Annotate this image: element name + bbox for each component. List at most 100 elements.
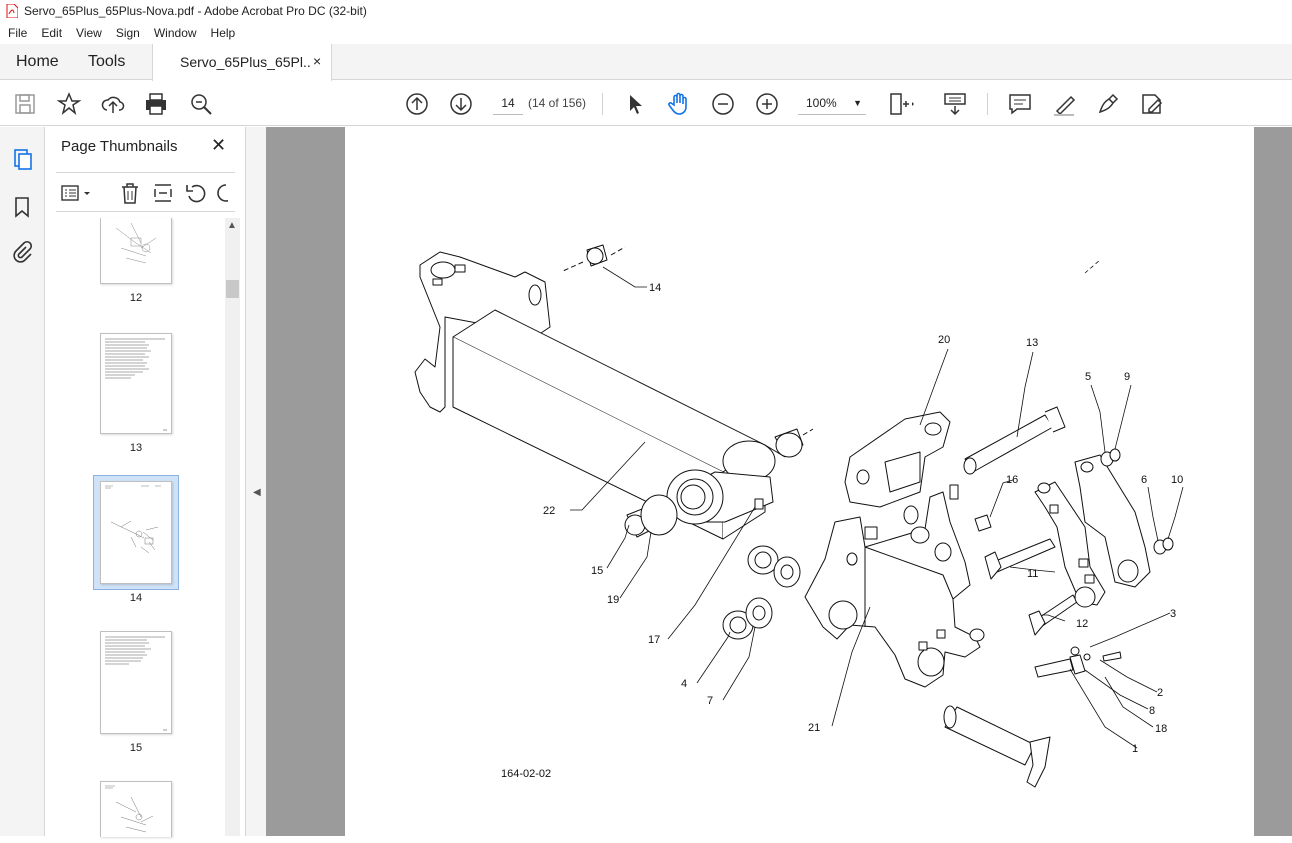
callout-15: 15 xyxy=(591,565,603,577)
highlight-icon[interactable] xyxy=(1051,91,1077,117)
menu-file[interactable]: File xyxy=(8,26,28,40)
scrollbar-thumb[interactable] xyxy=(226,280,239,298)
sign-pen-icon[interactable] xyxy=(1095,91,1121,117)
tab-document-label: Servo_65Plus_65Pl... xyxy=(180,54,310,70)
callout-4: 4 xyxy=(681,678,687,690)
callout-14: 14 xyxy=(649,282,661,294)
thumbnail-scrollbar[interactable]: ▲ xyxy=(225,218,240,836)
print-icon[interactable] xyxy=(143,91,169,117)
menu-sign[interactable]: Sign xyxy=(115,26,140,40)
part-3-washer xyxy=(1070,646,1080,656)
page-thumbnail-14[interactable] xyxy=(100,481,172,584)
callout-10: 10 xyxy=(1171,474,1183,486)
pdf-page: 14 20 13 5 9 22 16 6 10 15 11 19 12 3 17… xyxy=(345,127,1254,836)
page-up-icon[interactable] xyxy=(404,91,430,117)
document-viewer[interactable]: 14 20 13 5 9 22 16 6 10 15 11 19 12 3 17… xyxy=(266,127,1292,836)
grease-nipple xyxy=(949,484,959,500)
menu-view[interactable]: View xyxy=(76,26,102,40)
part-16-nut xyxy=(974,514,992,532)
thumbnail-drawing xyxy=(105,485,161,554)
left-navigation-rail xyxy=(0,127,45,836)
toolbar-divider xyxy=(987,93,988,115)
zoom-in-icon[interactable] xyxy=(754,91,780,117)
tab-document[interactable]: Servo_65Plus_65Pl... × xyxy=(152,44,332,81)
page-number-input[interactable]: 14 xyxy=(493,91,523,115)
page-thumbnail-label: 12 xyxy=(129,292,143,304)
page-count-label: (14 of 156) xyxy=(528,96,587,110)
panel-splitter[interactable]: ◀ xyxy=(245,127,266,836)
tab-tools[interactable]: Tools xyxy=(88,53,126,70)
bookmark-star-icon[interactable] xyxy=(56,91,82,117)
page-fit-icon[interactable] xyxy=(888,91,914,117)
comment-icon[interactable] xyxy=(1007,91,1033,117)
search-zoom-icon[interactable] xyxy=(188,91,214,117)
exploded-parts-drawing: 14 20 13 5 9 22 16 6 10 15 11 19 12 3 17… xyxy=(414,244,1184,788)
upload-icon[interactable] xyxy=(100,91,126,117)
window-title-bar: Servo_65Plus_65Plus-Nova.pdf - Adobe Acr… xyxy=(0,0,1292,22)
select-cursor-icon[interactable] xyxy=(622,91,648,117)
bushing-small xyxy=(903,505,919,525)
callout-2: 2 xyxy=(1157,687,1163,699)
close-tab-icon[interactable]: × xyxy=(313,53,322,69)
callout-9: 9 xyxy=(1124,371,1130,383)
save-icon[interactable] xyxy=(12,91,38,117)
tab-home[interactable]: Home xyxy=(16,53,59,70)
hand-tool-icon[interactable] xyxy=(666,91,692,117)
rotate-right-icon[interactable] xyxy=(214,181,228,205)
callout-3: 3 xyxy=(1170,608,1176,620)
pdf-file-icon xyxy=(6,4,18,18)
thumbnail-options-icon[interactable] xyxy=(60,181,94,205)
menu-edit[interactable]: Edit xyxy=(41,26,63,40)
page-thumbnail-13[interactable] xyxy=(100,333,172,434)
menu-bar: File Edit View Sign Window Help xyxy=(0,22,1292,44)
scroll-up-icon[interactable]: ▲ xyxy=(227,220,237,231)
part-14-bushing xyxy=(562,244,626,272)
figure-code: 164-02-02 xyxy=(501,768,551,780)
callout-21: 21 xyxy=(808,722,820,734)
part-21-bracket xyxy=(804,491,985,688)
window-title: Servo_65Plus_65Plus-Nova.pdf - Adobe Acr… xyxy=(24,4,367,18)
part-22-boom-arm xyxy=(414,251,786,540)
bookmark-icon[interactable] xyxy=(10,195,34,219)
page-thumbnails-panel: Page Thumbnails ✕ 12 13 14 15 xyxy=(46,127,245,837)
page-thumbnails-icon[interactable] xyxy=(10,147,34,171)
zoom-select[interactable]: 100%▼ xyxy=(798,91,866,115)
menu-window[interactable]: Window xyxy=(153,26,197,40)
collapse-panel-icon[interactable]: ◀ xyxy=(253,487,261,498)
page-thumbnail-16[interactable] xyxy=(100,781,172,837)
zoom-out-icon[interactable] xyxy=(710,91,736,117)
part-13-shaft xyxy=(963,406,1066,475)
page-down-icon[interactable] xyxy=(448,91,474,117)
page-thumbnail-12[interactable] xyxy=(100,218,172,284)
page-thumbnail-label: 13 xyxy=(129,442,143,454)
part-12-pin xyxy=(1028,594,1078,636)
insert-page-icon[interactable] xyxy=(151,181,175,205)
callout-6: 6 xyxy=(1141,474,1147,486)
page-thumbnail-15[interactable] xyxy=(100,631,172,734)
part-20-fork xyxy=(844,411,951,508)
part-8-bolt xyxy=(1102,651,1122,662)
callout-17: 17 xyxy=(648,634,660,646)
chevron-down-icon: ▼ xyxy=(853,98,862,108)
callout-7: 7 xyxy=(707,695,713,707)
part-10-nut xyxy=(1162,537,1174,551)
scroll-mode-icon[interactable] xyxy=(942,91,968,117)
callout-13: 13 xyxy=(1026,337,1038,349)
callout-18: 18 xyxy=(1155,723,1167,735)
callout-19: 19 xyxy=(607,594,619,606)
callout-16: 16 xyxy=(1006,474,1018,486)
delete-page-icon[interactable] xyxy=(118,181,142,205)
part-11-pin xyxy=(984,538,1056,580)
thumbnail-toolbar xyxy=(56,172,235,212)
part-2-screw xyxy=(1083,653,1091,661)
callout-22: 22 xyxy=(543,505,555,517)
part-1-bolt xyxy=(1034,654,1086,678)
rotate-left-icon[interactable] xyxy=(184,181,208,205)
close-panel-icon[interactable]: ✕ xyxy=(211,135,227,155)
panel-title: Page Thumbnails xyxy=(61,138,178,155)
page-thumbnail-label: 14 xyxy=(129,592,143,604)
edit-share-icon[interactable] xyxy=(1139,91,1165,117)
menu-help[interactable]: Help xyxy=(210,26,236,40)
thumbnail-text-table xyxy=(105,338,167,431)
attachment-icon[interactable] xyxy=(10,240,34,264)
